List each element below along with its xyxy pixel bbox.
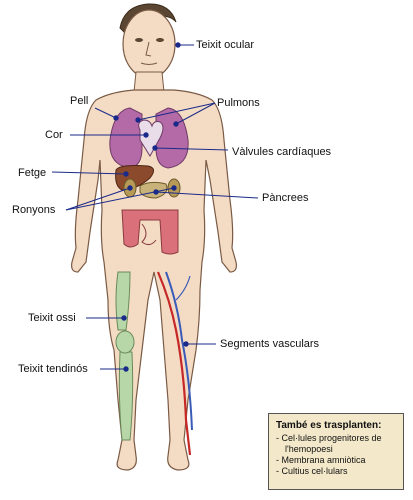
leader-lines <box>51 42 259 372</box>
mouth <box>140 62 158 65</box>
label-segments-vasculars: Segments vasculars <box>220 338 320 350</box>
info-box-item: Cultius cel·lulars <box>276 466 398 477</box>
marker-ronyons-2 <box>171 185 177 191</box>
leader-ronyons-1 <box>65 187 131 211</box>
body-outline <box>71 89 237 471</box>
vein-branch <box>175 275 191 301</box>
femur-bone <box>115 271 131 331</box>
label-teixit-ossi: Teixit ossi <box>28 312 76 324</box>
marker-ronyons-1 <box>127 185 133 191</box>
marker-teixit-tendinos <box>123 366 129 372</box>
marker-pulmons-2 <box>135 117 141 123</box>
label-pancrees: Pàncrees <box>262 192 309 204</box>
label-fetge: Fetge <box>18 167 47 179</box>
marker-teixit-ocular <box>175 42 181 48</box>
info-box: També es trasplanten: Cel·lules progenit… <box>268 413 404 490</box>
marker-pulmons-1 <box>173 121 179 127</box>
marker-pancrees <box>153 189 159 195</box>
info-box-title: També es trasplanten: <box>276 420 382 431</box>
leader-pulmons-1 <box>175 102 216 125</box>
marker-pell <box>113 115 119 121</box>
neck <box>133 71 165 93</box>
leader-pell <box>94 107 117 119</box>
small-intestine <box>141 223 157 246</box>
leader-pancrees <box>155 191 259 199</box>
lung-right <box>155 107 189 169</box>
knee-bone <box>115 330 135 354</box>
artery <box>156 271 192 456</box>
label-ronyons: Ronyons <box>12 204 56 216</box>
marker-teixit-ossi <box>121 315 127 321</box>
tibia-bone <box>118 351 134 441</box>
marker-segments-vasculars <box>183 341 189 347</box>
leader-valvules <box>154 147 229 151</box>
info-box-list: Cel·lules progenitores de l'hemopoesi Me… <box>276 433 398 477</box>
label-valvules: Vàlvules cardíaques <box>232 146 332 158</box>
intestine <box>121 209 179 255</box>
leader-fetge <box>51 171 127 175</box>
heart <box>138 119 164 157</box>
leader-pulmons-2 <box>137 102 216 121</box>
nose <box>145 41 152 57</box>
label-teixit-ocular: Teixit ocular <box>196 39 255 51</box>
marker-valvules <box>152 145 158 151</box>
marker-cor <box>143 132 149 138</box>
marker-fetge <box>123 171 129 177</box>
eye-right <box>156 38 164 42</box>
label-pulmons: Pulmons <box>217 97 260 109</box>
pancreas <box>139 181 168 199</box>
info-box-item: Membrana amniòtica <box>276 455 398 466</box>
label-teixit-tendinos: Teixit tendinós <box>18 363 88 375</box>
eye-left <box>135 38 143 42</box>
label-pell: Pell <box>70 95 89 107</box>
info-box-item: Cel·lules progenitores de l'hemopoesi <box>276 433 398 455</box>
label-cor: Cor <box>45 129 63 141</box>
vein <box>165 271 193 431</box>
